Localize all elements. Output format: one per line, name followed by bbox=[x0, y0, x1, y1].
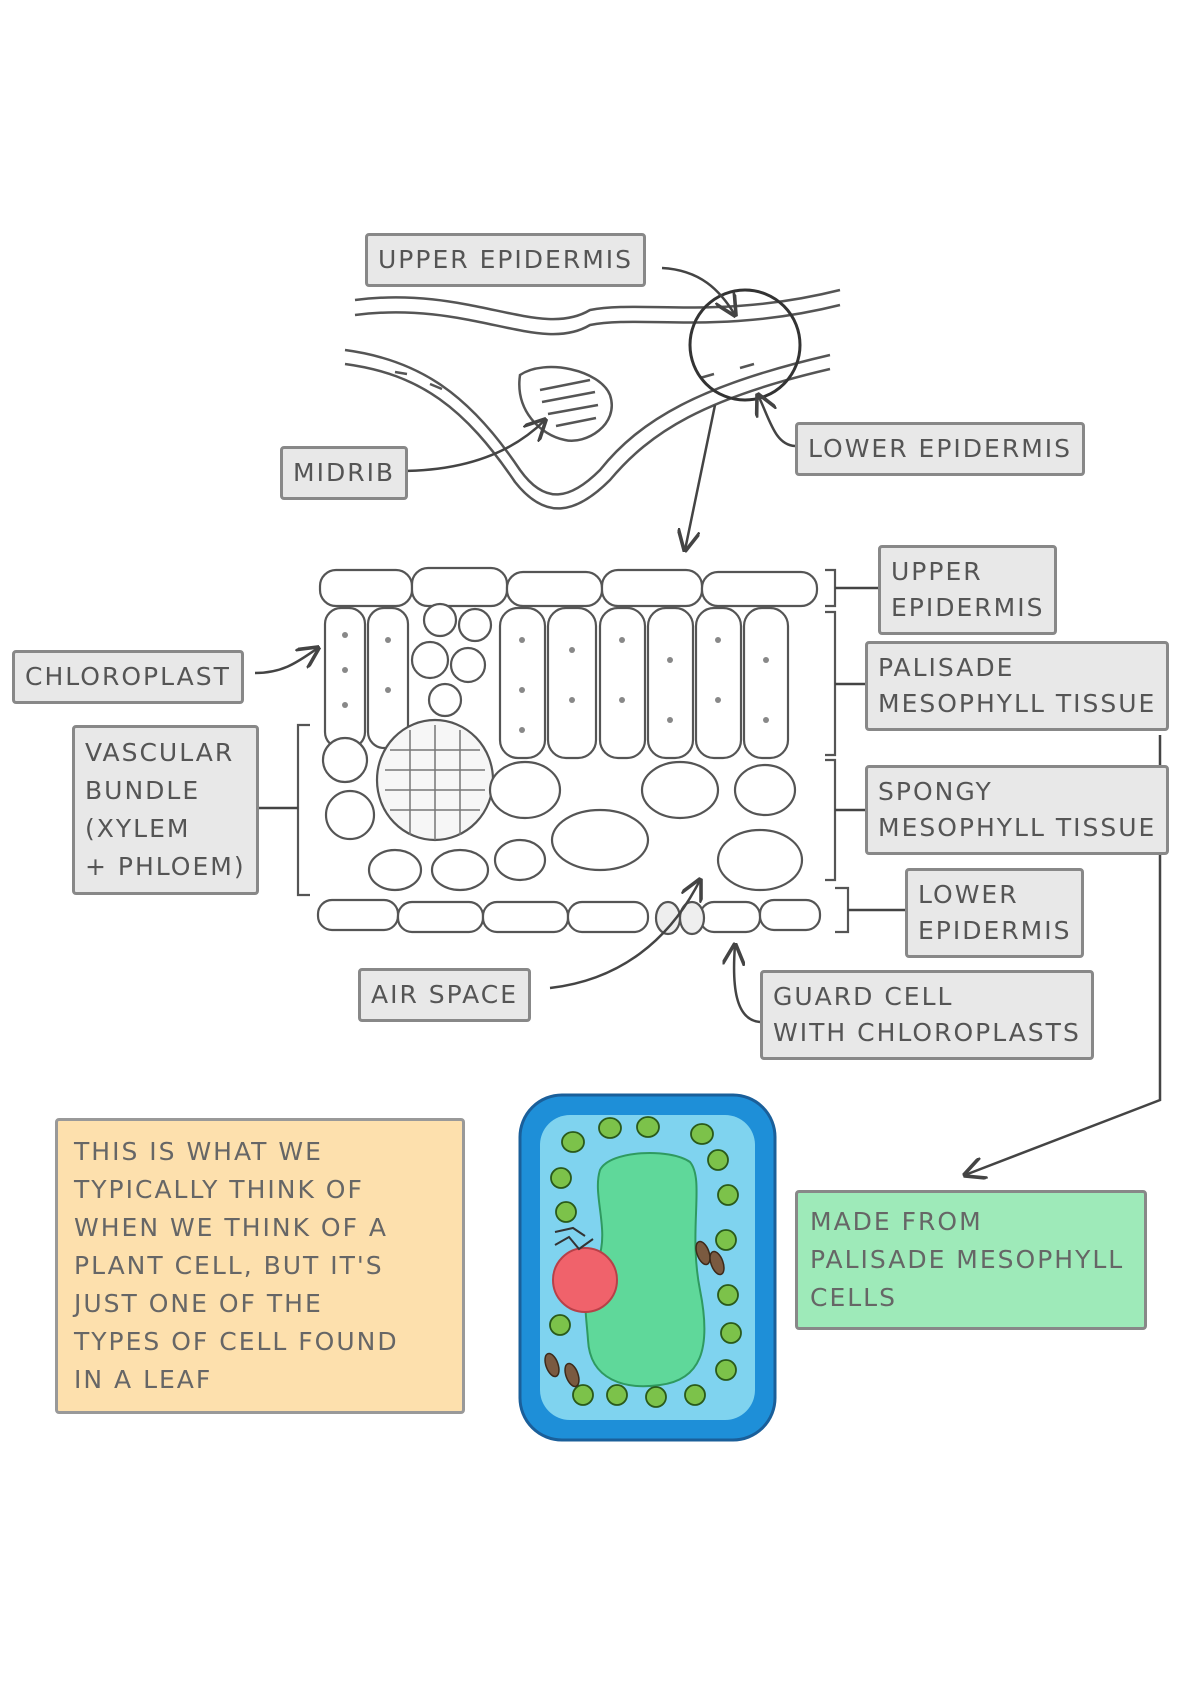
arrow-zoom bbox=[685, 404, 717, 550]
label-line: WITH CHLOROPLASTS bbox=[773, 1018, 1081, 1047]
label-text: MIDRIB bbox=[293, 458, 396, 487]
label-chloroplast: CHLOROPLAST bbox=[12, 650, 244, 704]
label-lower-epidermis-top: LOWER EPIDERMIS bbox=[795, 422, 1086, 476]
note-made-from: MADE FROM PALISADE MESOPHYLL CELLS bbox=[795, 1190, 1147, 1330]
label-line: GUARD CELL bbox=[773, 982, 954, 1011]
arrow-upper-epidermis-top bbox=[661, 266, 735, 315]
label-vascular-bundle: VASCULAR BUNDLE (XYLEM + PHLOEM) bbox=[72, 725, 259, 895]
label-line: SPONGY bbox=[878, 777, 993, 806]
note-line: MADE FROM bbox=[810, 1207, 983, 1236]
note-line: THIS IS WHAT WE bbox=[74, 1137, 323, 1166]
label-line: LOWER bbox=[918, 880, 1019, 909]
label-air-space: AIR SPACE bbox=[358, 968, 532, 1022]
mitochondria bbox=[544, 1240, 725, 1388]
label-line: UPPER bbox=[891, 557, 983, 586]
label-line: VASCULAR bbox=[85, 738, 235, 767]
note-line: PALISADE MESOPHYLL bbox=[810, 1245, 1125, 1274]
label-spongy-mesophyll: SPONGY MESOPHYLL TISSUE bbox=[865, 765, 1170, 855]
label-text: AIR SPACE bbox=[371, 980, 519, 1009]
label-line: BUNDLE bbox=[85, 776, 201, 805]
note-plant-cell: THIS IS WHAT WE TYPICALLY THINK OF WHEN … bbox=[55, 1118, 465, 1414]
arrow-midrib bbox=[399, 420, 545, 473]
label-line: EPIDERMIS bbox=[891, 593, 1045, 622]
label-line: MESOPHYLL TISSUE bbox=[878, 689, 1157, 718]
label-palisade-mesophyll: PALISADE MESOPHYLL TISSUE bbox=[865, 641, 1170, 731]
label-midrib: MIDRIB bbox=[280, 446, 409, 500]
note-line: IN A LEAF bbox=[74, 1365, 213, 1394]
note-line: WHEN WE THINK OF A bbox=[74, 1213, 389, 1242]
label-upper-epidermis-top: UPPER EPIDERMIS bbox=[365, 233, 647, 287]
leaf-overview bbox=[344, 288, 841, 510]
label-text: UPPER EPIDERMIS bbox=[378, 245, 634, 274]
label-text: CHLOROPLAST bbox=[25, 662, 231, 691]
label-guard-cell: GUARD CELL WITH CHLOROPLASTS bbox=[760, 970, 1094, 1060]
note-line: TYPES OF CELL FOUND bbox=[74, 1327, 399, 1356]
note-line: PLANT CELL, BUT IT'S bbox=[74, 1251, 384, 1280]
label-text: LOWER EPIDERMIS bbox=[808, 434, 1073, 463]
arrow-lower-epidermis-top bbox=[758, 395, 796, 448]
label-line: EPIDERMIS bbox=[918, 916, 1072, 945]
label-line: (XYLEM bbox=[85, 814, 191, 843]
note-line: JUST ONE OF THE bbox=[74, 1289, 323, 1318]
label-upper-epidermis: UPPER EPIDERMIS bbox=[878, 545, 1058, 635]
label-line: MESOPHYLL TISSUE bbox=[878, 813, 1157, 842]
note-line: TYPICALLY THINK OF bbox=[74, 1175, 364, 1204]
label-line: PALISADE bbox=[878, 653, 1015, 682]
note-line: CELLS bbox=[810, 1283, 897, 1312]
nucleus bbox=[552, 1247, 618, 1313]
palisade-chloroplasts bbox=[342, 632, 769, 733]
plant-cell bbox=[518, 1093, 777, 1442]
magnify-circle bbox=[688, 288, 802, 402]
cell-chloroplasts bbox=[549, 1116, 742, 1408]
leaf-section bbox=[316, 566, 822, 936]
label-line: + PHLOEM) bbox=[85, 852, 246, 881]
label-lower-epidermis: LOWER EPIDERMIS bbox=[905, 868, 1085, 958]
